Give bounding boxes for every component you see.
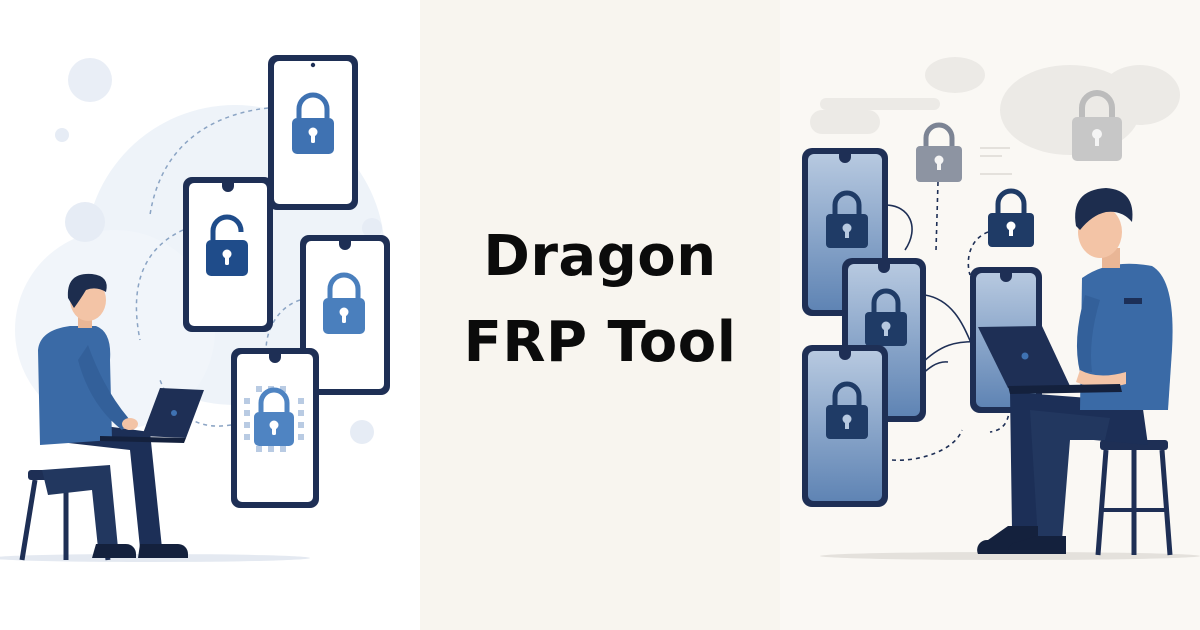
padlock-icon — [916, 122, 962, 182]
background-dot — [68, 58, 112, 102]
title-panel: Dragon FRP Tool — [420, 0, 780, 630]
background-dot — [65, 202, 105, 242]
phone-locked-top — [268, 55, 358, 210]
page-title: Dragon FRP Tool — [420, 214, 780, 386]
padlock-icon — [988, 188, 1034, 247]
title-line-1: Dragon — [483, 224, 717, 289]
phone-unlocked-middle — [183, 177, 273, 332]
background-dot — [362, 218, 382, 238]
person-with-laptop-left — [0, 273, 310, 562]
laptop-icon — [978, 326, 1122, 394]
right-illustration — [780, 0, 1200, 630]
padlock-icon — [865, 288, 907, 346]
laptop-icon — [100, 388, 204, 443]
phone-chip-bottom — [231, 348, 319, 508]
padlock-icon — [1072, 90, 1122, 161]
background-dot — [55, 128, 69, 142]
padlock-icon — [254, 387, 294, 446]
padlock-icon — [206, 214, 248, 276]
left-illustration-graphic — [0, 55, 390, 562]
background-dot — [350, 420, 374, 444]
person-with-laptop-right — [820, 188, 1200, 560]
phone-locked-right — [300, 235, 390, 395]
left-illustration — [0, 0, 420, 630]
background-lines — [980, 147, 1012, 175]
background-clouds — [810, 57, 1180, 155]
padlock-icon — [292, 92, 334, 154]
padlock-icon — [826, 381, 868, 439]
phone-locked-3 — [802, 345, 888, 507]
padlock-icon — [323, 272, 365, 334]
right-illustration-graphic — [802, 57, 1200, 560]
padlock-icon — [826, 190, 868, 248]
title-line-2: FRP Tool — [463, 310, 737, 375]
